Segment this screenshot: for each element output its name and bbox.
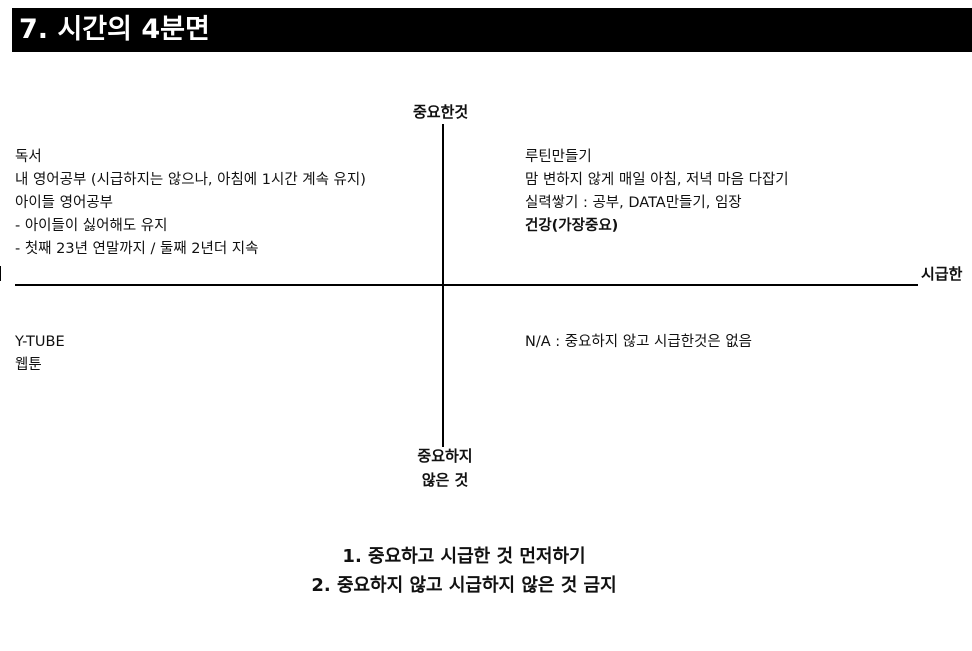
rule-item: 2. 중요하지 않고 시급하지 않은 것 금지: [311, 575, 617, 596]
quadrant-item: N/A : 중요하지 않고 시급한것은 없음: [525, 334, 753, 350]
left-edge-mark: [0, 266, 1, 281]
quadrant-item: 실력쌓기 : 공부, DATA만들기, 임장: [525, 195, 742, 211]
axis-label-not-important-line-1: 중요하지: [417, 447, 473, 465]
rules: 1. 중요하고 시급한 것 먼저하기 2. 중요하지 않고 시급하지 않은 것 …: [0, 542, 928, 600]
axis-label-urgent: 시급한: [921, 265, 963, 283]
quadrant-not-important-not-urgent: Y-TUBE 웹툰: [15, 331, 65, 377]
axis-label-not-important-line-2: 않은 것: [421, 471, 469, 489]
quadrant-item: 맘 변하지 않게 매일 아침, 저녁 마음 다잡기: [525, 172, 789, 188]
rule-item: 1. 중요하고 시급한 것 먼저하기: [342, 546, 586, 567]
quadrant-item-highlight: 건강(가장중요): [525, 218, 619, 234]
quadrant-important-not-urgent: 독서 내 영어공부 (시급하지는 않으나, 아침에 1시간 계속 유지) 아이들…: [15, 146, 366, 261]
vertical-axis: [442, 124, 444, 447]
title-bar: 7. 시간의 4분면: [12, 8, 972, 52]
quadrant-item: 아이들 영어공부: [15, 195, 113, 211]
quadrant-item: - 아이들이 싫어해도 유지: [15, 218, 168, 234]
quadrant-item: 독서: [15, 149, 42, 165]
quadrant-item: 내 영어공부 (시급하지는 않으나, 아침에 1시간 계속 유지): [15, 172, 366, 188]
page-title: 7. 시간의 4분면: [19, 14, 210, 45]
quadrant-item: - 첫째 23년 연말까지 / 둘째 2년더 지속: [15, 241, 259, 257]
axis-label-important: 중요한것: [413, 103, 469, 121]
axis-label-not-important: 중요하지 않은 것: [413, 444, 477, 492]
quadrant-item: 웹툰: [15, 357, 42, 373]
horizontal-axis: [15, 284, 918, 286]
quadrant-item: Y-TUBE: [15, 334, 65, 350]
quadrant-important-urgent: 루틴만들기 맘 변하지 않게 매일 아침, 저녁 마음 다잡기 실력쌓기 : 공…: [525, 146, 789, 238]
quadrant-item: 루틴만들기: [525, 149, 592, 165]
quadrant-not-important-urgent: N/A : 중요하지 않고 시급한것은 없음: [525, 331, 752, 354]
